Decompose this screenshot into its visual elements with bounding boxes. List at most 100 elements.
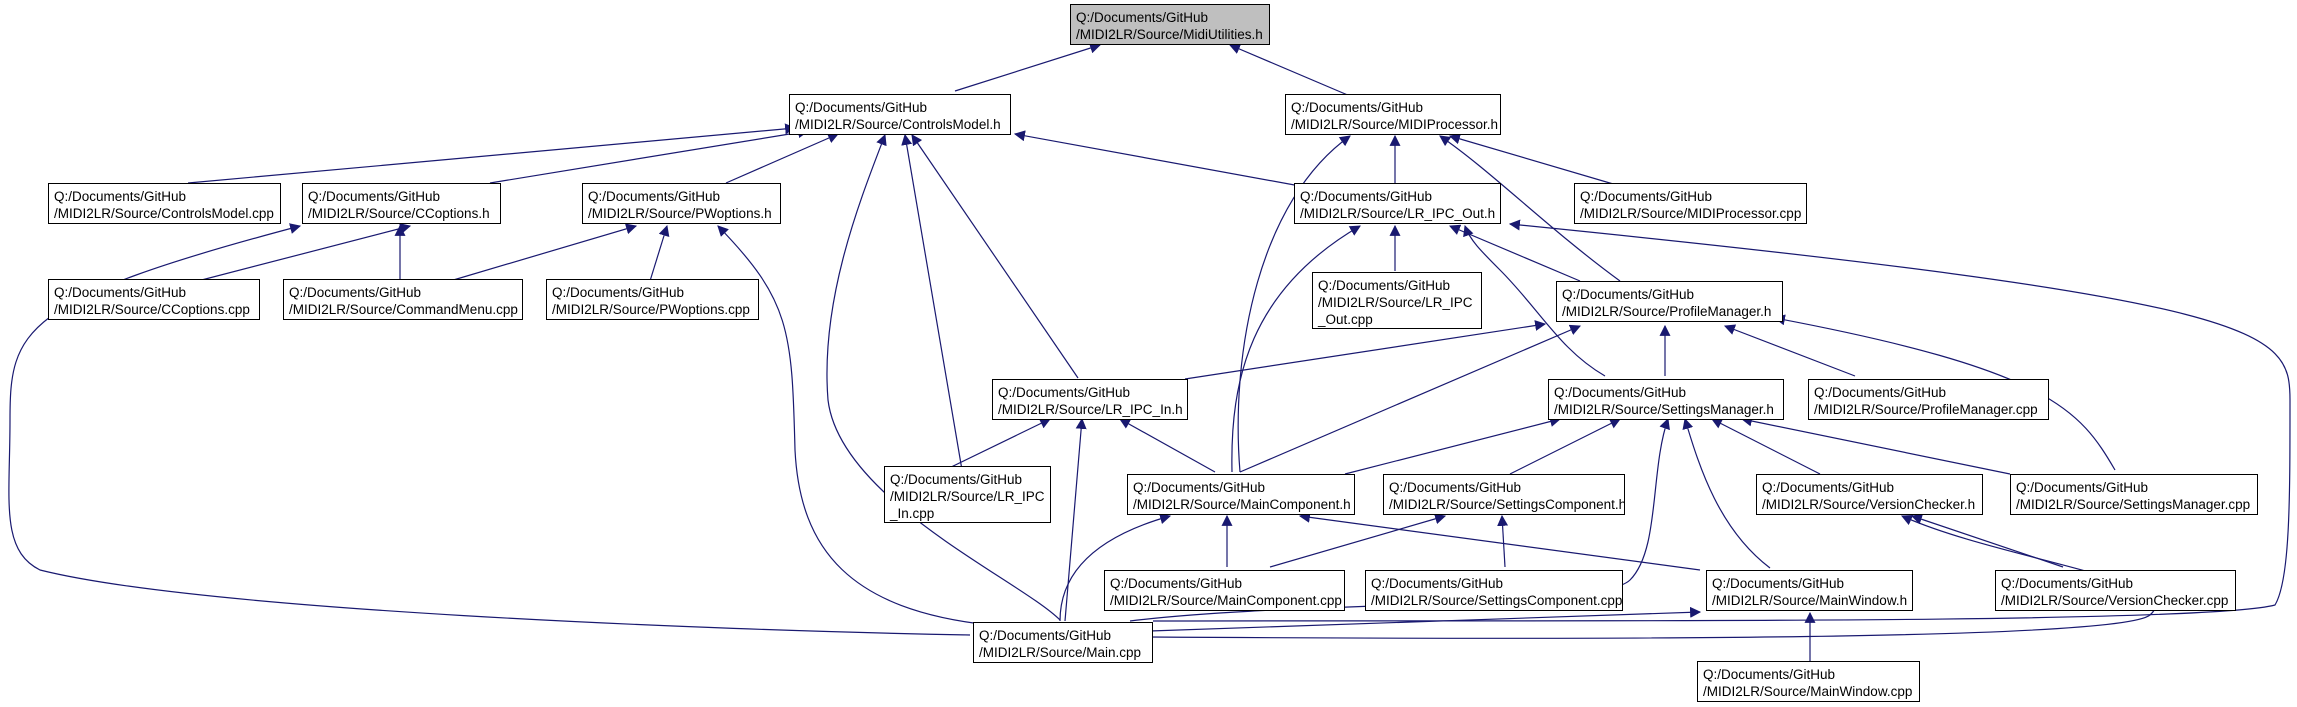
node-profilemanager-h[interactable]: Q:/Documents/GitHub /MIDI2LR/Source/Prof… (1556, 281, 1783, 322)
edge-settingscomponent-cpp-to-settingscomponent-h (1497, 514, 1509, 568)
node-lr-ipc-out-cpp-line1: Q:/Documents/GitHub (1318, 278, 1451, 293)
edge-settingsmanager-cpp-to-settingsmanager-h (1740, 415, 2011, 475)
edge-main-cpp-to-controlsmodel-h (826, 133, 1061, 621)
edge-maincomponent-h-to-profilemanager-h (1239, 324, 1582, 473)
node-midiprocessor-h[interactable]: Q:/Documents/GitHub /MIDI2LR/Source/MIDI… (1285, 94, 1501, 135)
edge-ccoptions-h-to-controlsmodel-h (489, 127, 810, 184)
node-controlsmodel-h[interactable]: Q:/Documents/GitHub /MIDI2LR/Source/Cont… (789, 94, 1011, 135)
node-commandmenu-cpp-line1: Q:/Documents/GitHub (289, 285, 422, 300)
edge-main-cpp-to-maincomponent-h (1059, 513, 1172, 622)
edge-midiprocessor-cpp-to-midiprocessor-h (1448, 133, 1621, 187)
node-midiprocessor-h-line1: Q:/Documents/GitHub (1291, 100, 1424, 115)
node-versionchecker-cpp-line2: /MIDI2LR/Source/VersionChecker.cpp (2001, 593, 2229, 608)
edge-main-cpp-to-lr-ipc-out-h (1152, 219, 2291, 622)
node-main-cpp-line2: /MIDI2LR/Source/Main.cpp (979, 645, 1142, 660)
node-settingscomponent-h[interactable]: Q:/Documents/GitHub /MIDI2LR/Source/Sett… (1383, 474, 1625, 515)
node-ccoptions-cpp[interactable]: Q:/Documents/GitHub /MIDI2LR/Source/CCop… (48, 279, 260, 320)
node-midiutilities-h[interactable]: Q:/Documents/GitHub /MIDI2LR/Source/Midi… (1070, 4, 1270, 45)
node-profilemanager-h-line2: /MIDI2LR/Source/ProfileManager.h (1562, 304, 1772, 319)
node-settingscomponent-cpp-line1: Q:/Documents/GitHub (1371, 576, 1504, 591)
node-pwoptions-h[interactable]: Q:/Documents/GitHub /MIDI2LR/Source/PWop… (582, 183, 781, 224)
node-profilemanager-cpp-line2: /MIDI2LR/Source/ProfileManager.cpp (1814, 402, 2038, 417)
node-mainwindow-cpp-line1: Q:/Documents/GitHub (1703, 667, 1836, 682)
node-versionchecker-h[interactable]: Q:/Documents/GitHub /MIDI2LR/Source/Vers… (1756, 474, 1983, 515)
node-lr-ipc-out-cpp-line2: /MIDI2LR/Source/LR_IPC (1318, 295, 1473, 310)
node-maincomponent-h-line1: Q:/Documents/GitHub (1133, 480, 1266, 495)
node-main-cpp-line1: Q:/Documents/GitHub (979, 628, 1112, 643)
node-main-cpp[interactable]: Q:/Documents/GitHub /MIDI2LR/Source/Main… (973, 622, 1153, 663)
node-midiutilities-h-line1: Q:/Documents/GitHub (1076, 10, 1209, 25)
node-lr-ipc-in-h[interactable]: Q:/Documents/GitHub /MIDI2LR/Source/LR_I… (992, 379, 1188, 420)
node-midiprocessor-cpp-line2: /MIDI2LR/Source/MIDIProcessor.cpp (1580, 206, 1802, 221)
node-controlsmodel-h-line1: Q:/Documents/GitHub (795, 100, 928, 115)
node-settingsmanager-h-line1: Q:/Documents/GitHub (1554, 385, 1687, 400)
node-mainwindow-h-line2: /MIDI2LR/Source/MainWindow.h (1712, 593, 1908, 608)
node-lr-ipc-out-cpp-line3: _Out.cpp (1318, 312, 1373, 327)
node-pwoptions-h-line2: /MIDI2LR/Source/PWoptions.h (588, 206, 772, 221)
node-ccoptions-cpp-line1: Q:/Documents/GitHub (54, 285, 187, 300)
node-lr-ipc-in-cpp-line3: _In.cpp (890, 506, 935, 521)
edge-main-cpp-to-lr-ipc-in-h (1064, 417, 1087, 622)
edge-profilemanager-h-to-midiprocessor-h (1439, 135, 1621, 282)
node-lr-ipc-in-h-line1: Q:/Documents/GitHub (998, 385, 1131, 400)
node-lr-ipc-in-h-line2: /MIDI2LR/Source/LR_IPC_In.h (998, 402, 1183, 417)
edge-lr-ipc-in-h-to-controlsmodel-h (911, 134, 1079, 379)
node-mainwindow-h-line1: Q:/Documents/GitHub (1712, 576, 1845, 591)
node-lr-ipc-out-cpp[interactable]: Q:/Documents/GitHub /MIDI2LR/Source/LR_I… (1312, 272, 1482, 329)
edge-mainwindow-h-to-settingsmanager-h (1682, 417, 1771, 569)
edge-mainwindow-h-to-maincomponent-h (1298, 511, 1701, 571)
node-lr-ipc-out-h[interactable]: Q:/Documents/GitHub /MIDI2LR/Source/LR_I… (1294, 183, 1501, 224)
node-ccoptions-h[interactable]: Q:/Documents/GitHub /MIDI2LR/Source/CCop… (302, 183, 501, 224)
node-versionchecker-cpp[interactable]: Q:/Documents/GitHub /MIDI2LR/Source/Vers… (1995, 570, 2236, 611)
node-commandmenu-cpp-line2: /MIDI2LR/Source/CommandMenu.cpp (289, 302, 518, 317)
node-midiutilities-h-line2: /MIDI2LR/Source/MidiUtilities.h (1076, 27, 1263, 42)
node-controlsmodel-cpp[interactable]: Q:/Documents/GitHub /MIDI2LR/Source/Cont… (48, 183, 281, 224)
node-lr-ipc-in-cpp[interactable]: Q:/Documents/GitHub /MIDI2LR/Source/LR_I… (884, 466, 1051, 523)
edge-settingscomponent-h-to-settingsmanager-h (1509, 418, 1621, 475)
edge-maincomponent-cpp-to-settingscomponent-h (1269, 513, 1447, 568)
node-mainwindow-cpp[interactable]: Q:/Documents/GitHub /MIDI2LR/Source/Main… (1697, 661, 1920, 702)
node-pwoptions-cpp-line2: /MIDI2LR/Source/PWoptions.cpp (552, 302, 750, 317)
node-maincomponent-cpp-line2: /MIDI2LR/Source/MainComponent.cpp (1110, 593, 1342, 608)
node-lr-ipc-out-h-line2: /MIDI2LR/Source/LR_IPC_Out.h (1300, 206, 1496, 221)
node-maincomponent-cpp[interactable]: Q:/Documents/GitHub /MIDI2LR/Source/Main… (1104, 570, 1345, 611)
node-settingscomponent-cpp-line2: /MIDI2LR/Source/SettingsComponent.cpp (1371, 593, 1623, 608)
edge-commandmenu-cpp-to-pwoptions-h (449, 223, 638, 282)
node-commandmenu-cpp[interactable]: Q:/Documents/GitHub /MIDI2LR/Source/Comm… (283, 279, 523, 320)
node-ccoptions-h-line1: Q:/Documents/GitHub (308, 189, 441, 204)
node-mainwindow-h[interactable]: Q:/Documents/GitHub /MIDI2LR/Source/Main… (1706, 570, 1913, 611)
node-ccoptions-h-line2: /MIDI2LR/Source/CCoptions.h (308, 206, 490, 221)
node-versionchecker-h-line2: /MIDI2LR/Source/VersionChecker.h (1762, 497, 1976, 512)
node-settingsmanager-cpp[interactable]: Q:/Documents/GitHub /MIDI2LR/Source/Sett… (2010, 474, 2258, 515)
edge-midiprocessor-h-to-midiutilities-h (1228, 43, 1351, 97)
node-pwoptions-cpp[interactable]: Q:/Documents/GitHub /MIDI2LR/Source/PWop… (546, 279, 759, 320)
edge-settingsmanager-h-to-lr-ipc-out-h (1463, 224, 1606, 377)
node-settingsmanager-cpp-line2: /MIDI2LR/Source/SettingsManager.cpp (2016, 497, 2251, 512)
node-pwoptions-cpp-line1: Q:/Documents/GitHub (552, 285, 685, 300)
node-profilemanager-h-line1: Q:/Documents/GitHub (1562, 287, 1695, 302)
edge-maincomponent-h-to-midiprocessor-h (1237, 135, 1351, 473)
edge-lr-ipc-out-h-to-controlsmodel-h (1013, 130, 1301, 187)
edge-maincomponent-h-to-lr-ipc-in-h (1119, 418, 1216, 473)
node-profilemanager-cpp[interactable]: Q:/Documents/GitHub /MIDI2LR/Source/Prof… (1808, 379, 2049, 420)
node-settingsmanager-cpp-line1: Q:/Documents/GitHub (2016, 480, 2149, 495)
node-controlsmodel-cpp-line2: /MIDI2LR/Source/ControlsModel.cpp (54, 206, 274, 221)
edge-maincomponent-h-to-lr-ipc-out-h (1231, 225, 1361, 473)
edge-main-cpp-to-pwoptions-h (717, 225, 991, 626)
node-lr-ipc-out-h-line1: Q:/Documents/GitHub (1300, 189, 1433, 204)
edge-lr-ipc-in-cpp-to-controlsmodel-h (901, 133, 963, 471)
node-midiprocessor-cpp-line1: Q:/Documents/GitHub (1580, 189, 1713, 204)
node-versionchecker-h-line1: Q:/Documents/GitHub (1762, 480, 1895, 495)
edge-main-cpp-to-versionchecker-h (1149, 515, 2156, 639)
node-settingscomponent-cpp[interactable]: Q:/Documents/GitHub /MIDI2LR/Source/Sett… (1365, 570, 1623, 611)
edge-ccoptions-cpp-to-ccoptions-h (189, 223, 412, 284)
node-midiprocessor-cpp[interactable]: Q:/Documents/GitHub /MIDI2LR/Source/MIDI… (1574, 183, 1807, 224)
node-mainwindow-cpp-line2: /MIDI2LR/Source/MainWindow.cpp (1703, 684, 1913, 699)
node-settingsmanager-h[interactable]: Q:/Documents/GitHub /MIDI2LR/Source/Sett… (1548, 379, 1784, 420)
node-maincomponent-h-line2: /MIDI2LR/Source/MainComponent.h (1133, 497, 1351, 512)
edge-pwoptions-h-to-controlsmodel-h (725, 132, 840, 184)
node-settingscomponent-h-line1: Q:/Documents/GitHub (1389, 480, 1522, 495)
node-controlsmodel-cpp-line1: Q:/Documents/GitHub (54, 189, 187, 204)
node-maincomponent-h[interactable]: Q:/Documents/GitHub /MIDI2LR/Source/Main… (1127, 474, 1355, 515)
